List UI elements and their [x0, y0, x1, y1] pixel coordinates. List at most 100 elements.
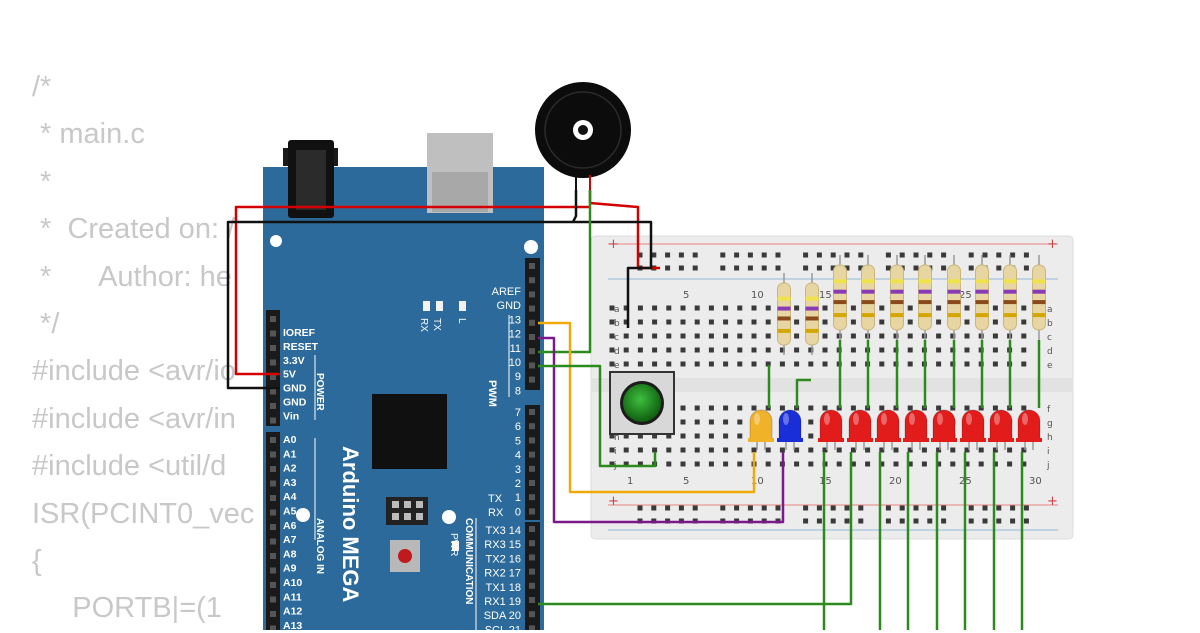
pin-label: A3 — [283, 477, 297, 489]
led-red — [904, 409, 928, 441]
row-label: b — [614, 319, 620, 329]
led-red — [961, 409, 985, 441]
code-line: /* — [32, 71, 52, 103]
mounting-hole — [524, 240, 538, 254]
led-label-tx: TX — [431, 318, 442, 331]
led-highlight — [909, 413, 915, 425]
resistor — [861, 264, 875, 331]
row-label: f — [1047, 405, 1051, 415]
resistor-band — [1003, 300, 1017, 305]
led-yellow — [749, 409, 773, 441]
pin-label: 5V — [283, 369, 296, 381]
row-label: e — [614, 361, 620, 371]
communication-group-label: COMMUNICATION — [463, 518, 474, 604]
wires — [226, 190, 1024, 630]
code-line: #include <avr/in — [32, 402, 236, 435]
resistor — [890, 264, 904, 331]
communication-header — [525, 522, 540, 630]
pin-label: GND — [283, 383, 307, 395]
resistor-band — [1032, 289, 1046, 294]
code-line: #include <avr/io — [32, 355, 236, 388]
led-highlight — [937, 413, 943, 425]
resistor-band — [890, 279, 904, 284]
resistor-band — [805, 328, 819, 333]
pin-label: 12 — [509, 329, 521, 341]
column-number: 15 — [819, 290, 832, 301]
resistor-band — [861, 289, 875, 294]
led-red-rim — [903, 438, 929, 442]
resistor-band — [861, 279, 875, 284]
resistor-band — [805, 306, 819, 311]
pin-label: TX — [488, 493, 503, 505]
led-label-l: L — [456, 318, 467, 324]
digital-header-bottom — [525, 405, 540, 520]
led-red-rim — [875, 438, 901, 442]
led-label-rx: RX — [418, 318, 429, 332]
led-red — [848, 409, 872, 441]
resistor-band — [947, 279, 961, 284]
resistor-band — [805, 296, 819, 301]
led-highlight — [853, 413, 859, 425]
resistor — [833, 264, 847, 331]
source-code-background: /* * main.c * * Created on: / * Author: … — [32, 64, 254, 633]
led-red-rim — [818, 438, 844, 442]
push-button[interactable] — [609, 371, 675, 435]
reset-button[interactable] — [390, 540, 420, 572]
resistor-band — [861, 313, 875, 318]
column-number: 10 — [751, 290, 764, 301]
row-label: d — [614, 347, 620, 357]
resistor-band — [805, 316, 819, 321]
resistor — [1032, 264, 1046, 331]
breadboard-labels: aabbccddeeffgghhiijj15101520253051015202… — [613, 290, 1053, 487]
row-label: h — [1047, 433, 1053, 443]
column-number: 20 — [889, 476, 902, 487]
code-line: * — [32, 165, 52, 198]
led-red-rim — [988, 438, 1014, 442]
pin-label: SDA 20 — [484, 610, 521, 622]
pin-label: Vin — [283, 410, 299, 422]
pin-label: RESET — [283, 341, 319, 353]
row-label: i — [1047, 447, 1050, 457]
pin-label: IOREF — [283, 327, 316, 339]
code-line: ISR(PCINT0_vec — [32, 497, 255, 530]
led-highlight — [1022, 413, 1028, 425]
dc-power-jack — [283, 140, 338, 218]
resistor-band — [777, 296, 791, 301]
pin-label: 6 — [515, 421, 521, 433]
wire-green-jumper — [795, 378, 811, 408]
resistor-band — [947, 289, 961, 294]
pin-label: A12 — [283, 606, 302, 618]
column-number: 10 — [751, 476, 764, 487]
pin-label: A4 — [283, 491, 297, 503]
resistor-band — [975, 313, 989, 318]
row-label: a — [614, 305, 620, 315]
resistor-band — [1032, 313, 1046, 318]
row-label: c — [614, 333, 619, 343]
resistor-band — [861, 300, 875, 305]
pin-label: TX1 18 — [486, 582, 521, 594]
resistor — [975, 264, 989, 331]
wire-black-gnd — [571, 190, 578, 223]
resistor-band — [890, 313, 904, 318]
pin-label: GND — [283, 397, 307, 409]
pin-label: 7 — [515, 407, 521, 419]
resistor — [918, 264, 932, 331]
pin-label: A5 — [283, 506, 297, 518]
pin-label: 0 — [515, 506, 521, 518]
usb-connector — [427, 133, 493, 213]
pin-label: A8 — [283, 548, 297, 560]
resistor-band — [777, 316, 791, 321]
arduino-mega-board: TX RX L PWR POWER ANALOG IN PWM COMMUNIC… — [263, 133, 544, 630]
mounting-hole — [442, 510, 456, 524]
resistors — [777, 255, 1046, 408]
resistor-band — [918, 313, 932, 318]
pin-label: A0 — [283, 434, 297, 446]
pin-label: 8 — [515, 385, 521, 397]
column-number: 15 — [819, 476, 832, 487]
row-label: d — [1047, 347, 1053, 357]
led-red — [1017, 409, 1041, 441]
wire-green-buzzer — [538, 190, 592, 354]
row-label: a — [1047, 305, 1053, 315]
resistor-band — [947, 300, 961, 305]
